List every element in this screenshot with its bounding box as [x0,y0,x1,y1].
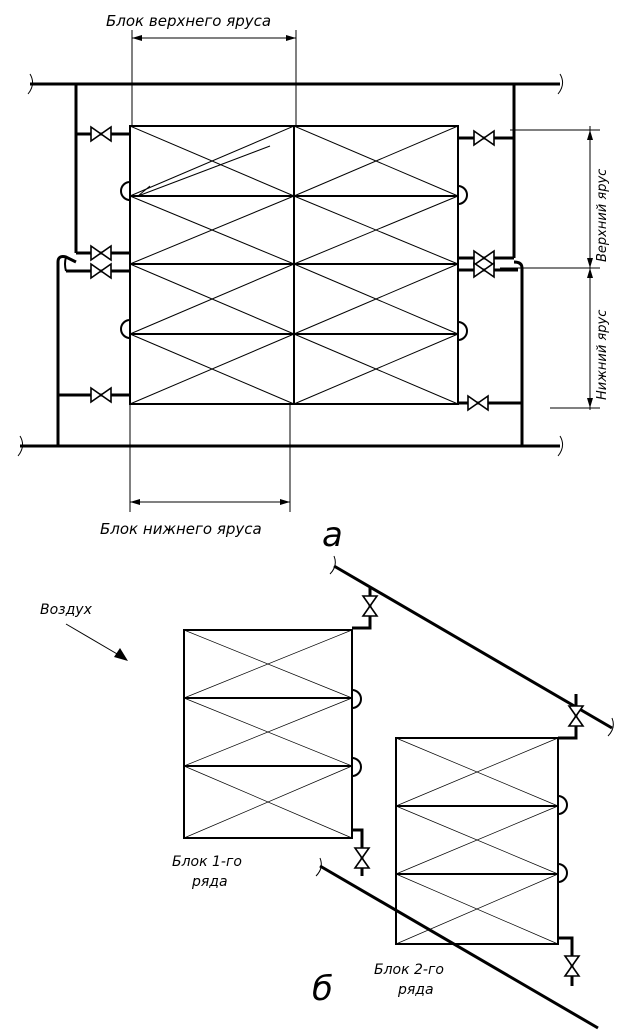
bend-loop-icon [457,185,468,205]
valve-icon [568,705,584,727]
valve-icon [90,387,112,403]
valve-icon [90,263,112,279]
block2-label-line1: Блок 2-го [374,962,444,978]
valve-icon [564,955,580,977]
block1-label-line2: ряда [191,874,228,890]
pipe-break-marks [17,73,564,457]
air-label: Воздух [40,602,93,618]
figure-b: Воздух Блок 1-го ряда [40,555,614,1030]
valve-icon [90,245,112,261]
valve-icon [473,262,495,278]
caption-b: б [312,969,333,1009]
lower-tier-label: Нижний ярус [595,310,610,400]
arrow-icon [65,623,128,661]
bend-loop-icon [457,321,468,341]
figure-a: Блок верхнего яруса Блок нижнего яруса В… [17,12,610,555]
upper-tier-label: Верхний ярус [595,169,610,262]
caption-a: а [322,515,343,555]
valve-icon [354,847,370,869]
heater-block-2 [395,737,559,945]
block2-label-line2: ряда [397,982,434,998]
valve-icon [473,250,495,266]
valve-icon [90,126,112,142]
top-block-dimension [131,30,297,126]
valve-icon [473,130,495,146]
bend-loop-icon [120,319,131,339]
bend-loop-icon [557,863,568,883]
heater-block-a [129,125,459,405]
block1-label-line1: Блок 1-го [172,854,242,870]
block1-supply-pipe [352,588,372,630]
valve-icon [362,595,378,617]
bend-loop-icon [557,795,568,815]
bend-loop-icon [351,689,362,709]
upper-diagonal-pipe [333,564,613,730]
bend-loop-icon [120,181,131,201]
top-block-label: Блок верхнего яруса [106,12,271,30]
tier-dimension [500,126,600,410]
bottom-block-dimension [129,404,291,512]
bend-loop-icon [351,757,362,777]
heater-block-1 [183,629,353,839]
lower-diagonal-pipe [319,864,599,1030]
valve-icon [467,395,489,411]
bottom-block-label: Блок нижнего яруса [100,520,262,538]
